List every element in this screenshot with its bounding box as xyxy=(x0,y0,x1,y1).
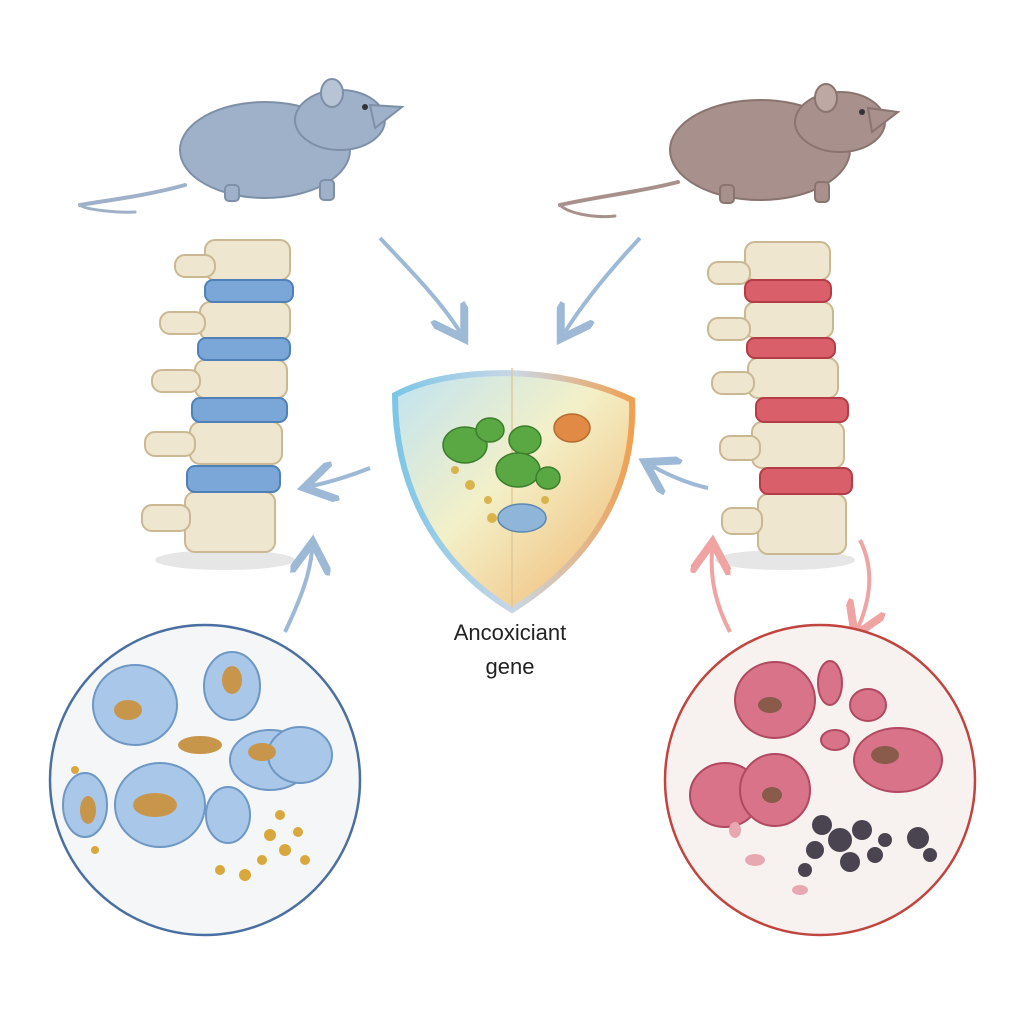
spine-healthy-icon xyxy=(141,239,295,570)
shield-icon xyxy=(391,368,636,614)
cells-degenerated-icon xyxy=(663,623,977,937)
spine-degenerated-icon xyxy=(707,241,855,570)
arrow-shield-to-left-spine xyxy=(312,468,371,486)
cells-healthy-icon xyxy=(48,623,362,937)
arrow-rat-left-to-shield xyxy=(378,236,460,332)
arrow-right-spine-to-shield xyxy=(652,466,709,488)
arrow-right-spine-to-cells xyxy=(858,539,869,628)
caption-line-1: Ancoxiciant xyxy=(453,620,567,645)
arrow-rat-right-to-shield xyxy=(565,236,642,332)
caption-line-2: gene xyxy=(485,654,535,679)
rat-degenerated-icon xyxy=(558,83,901,219)
arrow-right-cells-to-spine xyxy=(712,550,730,633)
rat-healthy-icon xyxy=(78,78,405,214)
arrow-left-cells-to-spine xyxy=(283,550,312,633)
